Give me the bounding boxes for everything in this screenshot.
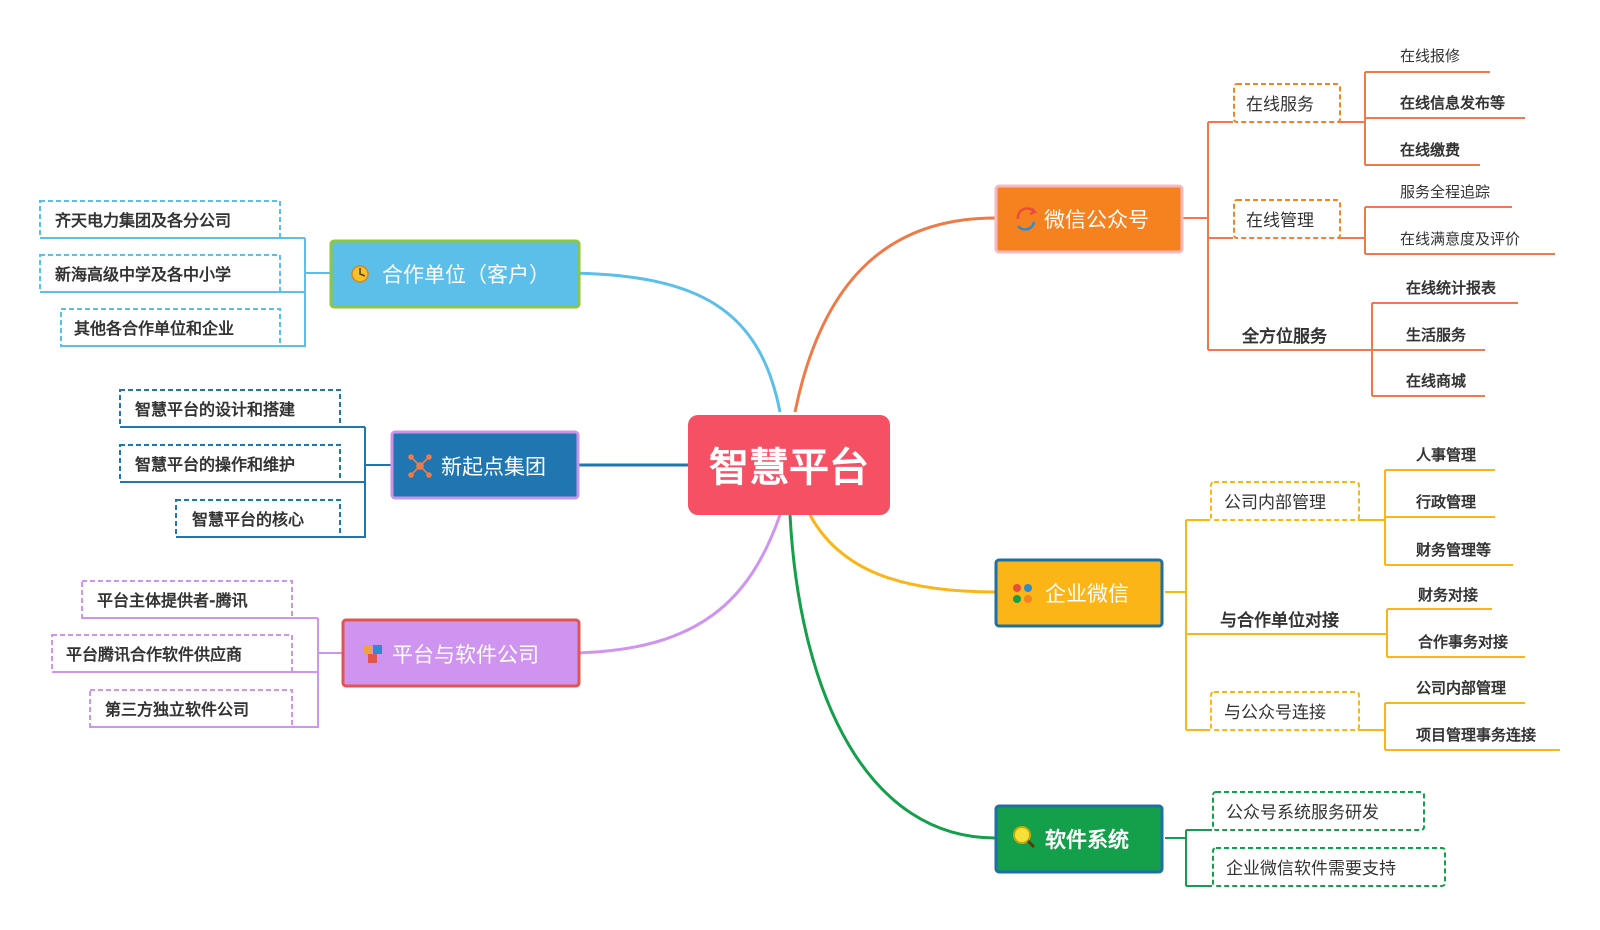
- leaf-item: 财务对接: [1418, 586, 1478, 604]
- topic-partners[interactable]: 合作单位（客户）: [329, 239, 581, 309]
- leaf-item: 财务管理等: [1416, 541, 1491, 559]
- connectors: [569, 216, 996, 840]
- connector-enterprise-wechat: [808, 514, 996, 594]
- grid-icon: [1013, 584, 1032, 603]
- group-label: 与公众号连接: [1224, 703, 1326, 723]
- list-item: 智慧平台的操作和维护: [135, 455, 295, 474]
- list-item: 齐天电力集团及各分公司: [55, 211, 231, 230]
- topic-xinqidian-label: 新起点集团: [441, 455, 546, 479]
- topic-partners-label: 合作单位（客户）: [382, 263, 550, 287]
- leaf-item: 服务全程追踪: [1400, 183, 1490, 201]
- xinqidian-leaves: 智慧平台的设计和搭建 智慧平台的操作和维护 智慧平台的核心: [119, 389, 341, 538]
- enterprise-wechat-groups: 公司内部管理 与合作单位对接 与公众号连接: [1210, 481, 1360, 731]
- magnifier-icon: [1013, 826, 1036, 849]
- connector-partners: [569, 271, 782, 413]
- list-item: 新海高级中学及各中小学: [55, 265, 231, 284]
- topic-platform-software-label: 平台与软件公司: [392, 643, 539, 667]
- partners-leaves: 齐天电力集团及各分公司 新海高级中学及各中小学 其他各合作单位和企业: [39, 200, 281, 347]
- group-label: 全方位服务: [1241, 326, 1328, 347]
- leaf-item: 在线满意度及评价: [1400, 230, 1520, 248]
- topic-software-system[interactable]: 软件系统: [994, 804, 1164, 874]
- leaf-item: 在线报修: [1400, 47, 1460, 65]
- clock-icon: [351, 265, 369, 283]
- list-item: 第三方独立软件公司: [105, 700, 249, 719]
- leaf-item: 行政管理: [1415, 493, 1476, 511]
- group-label: 在线服务: [1246, 95, 1314, 115]
- software-system-leaves: 公众号系统服务研发 企业微信软件需要支持: [1212, 791, 1446, 887]
- connector-platform-software: [574, 514, 782, 655]
- cubes-icon: [363, 645, 382, 663]
- center-topic-label: 智慧平台: [709, 445, 869, 491]
- connector-software-system: [788, 514, 996, 840]
- leaf-item: 在线缴费: [1400, 141, 1460, 159]
- leaf-item: 在线统计报表: [1406, 279, 1497, 297]
- center-topic[interactable]: 智慧平台: [688, 415, 890, 515]
- topic-platform-software[interactable]: 平台与软件公司: [341, 618, 581, 688]
- leaf-item: 在线商城: [1406, 372, 1466, 390]
- leaf-item: 在线信息发布等: [1400, 94, 1505, 112]
- list-item: 公众号系统服务研发: [1226, 803, 1379, 823]
- topic-wechat-official-label: 微信公众号: [1044, 208, 1149, 232]
- list-item: 平台腾讯合作软件供应商: [66, 645, 242, 664]
- enterprise-wechat-leaves: 人事管理 行政管理 财务管理等 财务对接 合作事务对接 公司内部管理 项目管理事…: [1415, 446, 1536, 744]
- leaf-item: 生活服务: [1406, 326, 1467, 344]
- topic-xinqidian[interactable]: 新起点集团: [390, 430, 580, 500]
- refresh-icon: [1016, 207, 1038, 231]
- network-icon: [408, 454, 432, 478]
- topic-wechat-official[interactable]: 微信公众号: [994, 184, 1184, 254]
- list-item: 智慧平台的设计和搭建: [135, 400, 295, 419]
- topic-enterprise-wechat[interactable]: 企业微信: [994, 558, 1164, 628]
- list-item: 企业微信软件需要支持: [1226, 859, 1396, 879]
- topic-software-system-label: 软件系统: [1045, 828, 1129, 852]
- group-label: 与合作单位对接: [1220, 610, 1339, 631]
- group-label: 公司内部管理: [1224, 493, 1326, 513]
- group-label: 在线管理: [1246, 211, 1314, 231]
- topic-enterprise-wechat-label: 企业微信: [1045, 582, 1129, 606]
- leaf-item: 项目管理事务连接: [1416, 726, 1536, 744]
- leaf-item: 人事管理: [1416, 446, 1476, 464]
- list-item: 平台主体提供者-腾讯: [97, 591, 248, 610]
- wechat-official-leaves: 在线报修 在线信息发布等 在线缴费 服务全程追踪 在线满意度及评价 在线统计报表…: [1400, 47, 1520, 390]
- leaf-item: 合作事务对接: [1417, 633, 1508, 651]
- leaf-item: 公司内部管理: [1416, 679, 1506, 697]
- list-item: 智慧平台的核心: [192, 510, 304, 529]
- list-item: 其他各合作单位和企业: [74, 319, 234, 338]
- connector-wechat-official: [793, 216, 996, 413]
- platform-software-leaves: 平台主体提供者-腾讯 平台腾讯合作软件供应商 第三方独立软件公司: [51, 580, 293, 728]
- wechat-official-groups: 在线服务 在线管理 全方位服务: [1233, 83, 1341, 347]
